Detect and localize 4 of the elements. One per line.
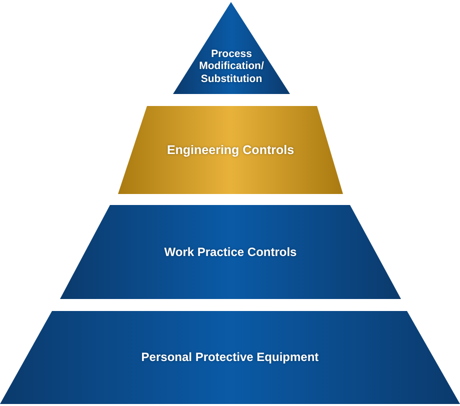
- tier-label: Process Modification/ Substitution: [198, 48, 265, 85]
- tier-label: Engineering Controls: [166, 142, 294, 158]
- tier-label: Work Practice Controls: [164, 244, 297, 260]
- tier-label: Personal Protective Equipment: [141, 350, 319, 365]
